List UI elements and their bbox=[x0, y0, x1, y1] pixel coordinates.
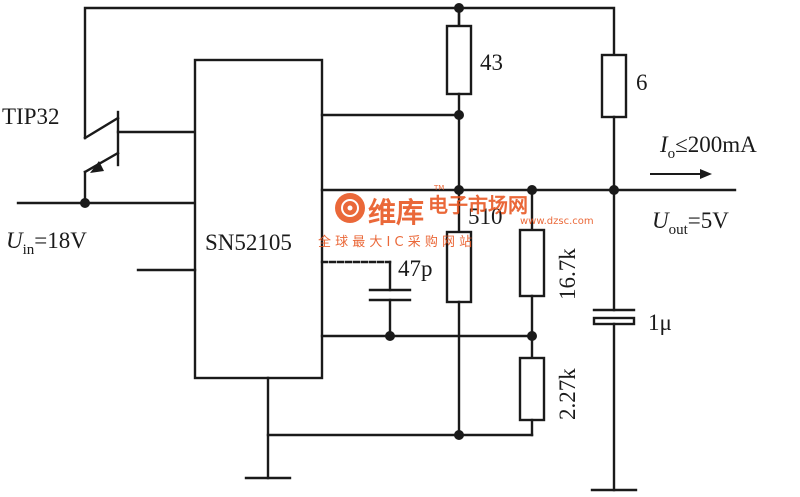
resistor-2-27k bbox=[518, 356, 546, 422]
label-uout: Uout=5V bbox=[652, 208, 729, 238]
label-uin: Uin=18V bbox=[6, 228, 87, 258]
node-bottom bbox=[454, 430, 464, 440]
watermark: 维库 电子市场网 TM www.dzsc.com 全 球 最 大 I C 采 购… bbox=[318, 184, 594, 250]
ic-sn52105-body bbox=[193, 58, 324, 380]
label-tip32: TIP32 bbox=[2, 104, 60, 129]
label-r6: 6 bbox=[636, 70, 648, 95]
node-r43-bottom bbox=[454, 110, 464, 120]
label-r16-7k: 16.7k bbox=[555, 248, 580, 300]
watermark-cn-sub: 电子市场网 bbox=[428, 193, 528, 217]
label-cap47p: 47p bbox=[398, 256, 433, 281]
transistor-tip32 bbox=[83, 110, 197, 174]
top-rail-wire bbox=[83, 6, 616, 140]
label-r510: 510 bbox=[468, 204, 503, 229]
resistor-6 bbox=[600, 53, 628, 119]
label-r2-27k: 2.27k bbox=[555, 368, 580, 420]
label-cap1u: 1μ bbox=[648, 310, 672, 335]
watermark-cn-title: 维库 bbox=[368, 196, 424, 229]
label-ic: SN52105 bbox=[205, 230, 292, 255]
watermark-url: www.dzsc.com bbox=[520, 216, 594, 227]
input-node-dot bbox=[80, 198, 90, 208]
label-r43: 43 bbox=[480, 50, 503, 75]
label-io: Io≤200mA bbox=[659, 132, 757, 162]
node-r43-top bbox=[454, 3, 464, 13]
resistor-43 bbox=[445, 24, 473, 96]
watermark-tm: TM bbox=[433, 184, 444, 192]
watermark-slogan: 全 球 最 大 I C 采 购 网 站 bbox=[318, 234, 472, 250]
resistor-16-7k bbox=[518, 228, 546, 298]
